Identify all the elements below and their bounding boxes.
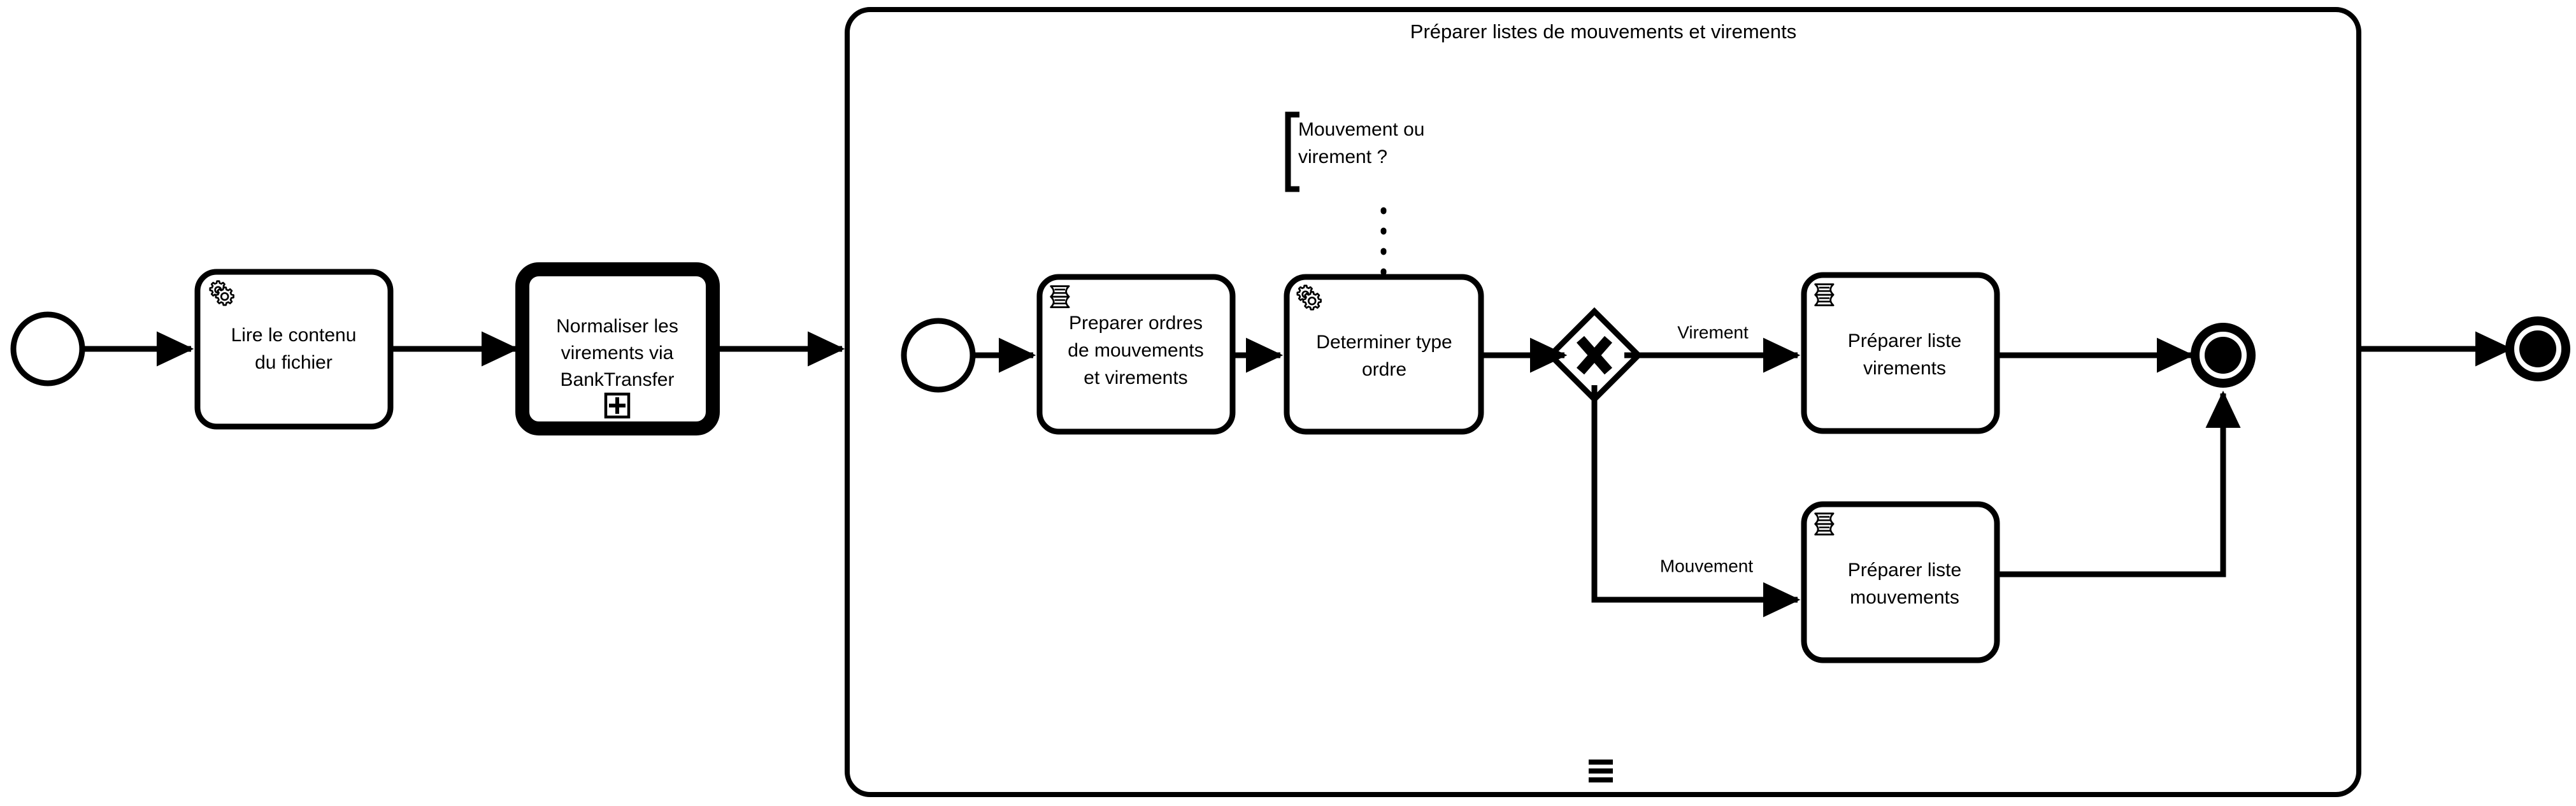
- inner-end-event[interactable]: [2191, 323, 2256, 388]
- script-icon: [1814, 513, 1835, 535]
- task-label-line2: de mouvements: [1068, 340, 1203, 361]
- task-label-line2: ordre: [1362, 359, 1406, 380]
- task-lire-le-contenu-du-fichier[interactable]: Lire le contenu du fichier: [194, 269, 394, 430]
- subprocess-title: Préparer listes de mouvements et viremen…: [1410, 20, 1796, 43]
- task-label-line2: du fichier: [255, 352, 333, 373]
- sequence-flow-layer: [83, 207, 2513, 618]
- script-icon: [1814, 283, 1835, 306]
- task-label-line1: Determiner type: [1316, 332, 1452, 353]
- task-label-line2: virements: [1863, 358, 1946, 379]
- task-label-line1: Préparer liste: [1848, 330, 1961, 351]
- annotation-line2: virement ?: [1298, 146, 1387, 167]
- task-preparer-liste-mouvements[interactable]: Préparer liste mouvements: [1801, 501, 2000, 663]
- task-preparer-ordres[interactable]: Preparer ordres de mouvements et viremen…: [1036, 274, 1236, 435]
- task-label-line1: Preparer ordres: [1069, 313, 1203, 334]
- script-icon: [1050, 285, 1070, 308]
- plus-icon: [604, 392, 631, 419]
- gateway-x-icon: [1576, 336, 1613, 375]
- text-annotation[interactable]: Mouvement ou virement ?: [1285, 111, 1424, 192]
- subprocess-normaliser-les-virements-via-banktransfer[interactable]: Normaliser les virements via BankTransfe…: [515, 262, 720, 435]
- task-label-line1: Préparer liste: [1848, 560, 1961, 581]
- annotation-bracket: [1285, 111, 1299, 192]
- task-label-line1: Lire le contenu: [231, 325, 357, 346]
- task-preparer-liste-virements[interactable]: Préparer liste virements: [1801, 272, 2000, 434]
- task-label-line2: mouvements: [1850, 587, 1959, 608]
- subprocess-boundary[interactable]: [845, 7, 2361, 797]
- task-label-line3: et virements: [1084, 367, 1187, 388]
- start-event[interactable]: [10, 311, 85, 386]
- subprocess-container[interactable]: Préparer listes de mouvements et viremen…: [845, 7, 2361, 797]
- flow-mouvements-to-innerend: [1997, 390, 2241, 577]
- task-determiner-type-ordre[interactable]: Determiner type ordre: [1284, 274, 1484, 435]
- task-label-line3: BankTransfer: [561, 369, 675, 390]
- task-label-line2: virements via: [561, 343, 674, 364]
- gear-icon: [1296, 285, 1322, 311]
- inner-start-event[interactable]: [901, 318, 976, 393]
- end-event[interactable]: [2505, 316, 2570, 381]
- exclusive-gateway[interactable]: [1546, 307, 1643, 404]
- flow-gateway-to-mouvements: [1591, 385, 1801, 618]
- flow-label-virement: Virement: [1677, 322, 1749, 342]
- annotation-line1: Mouvement ou: [1298, 119, 1424, 140]
- gear-icon: [209, 280, 234, 306]
- adhoc-marker-icon: [1589, 760, 1613, 782]
- flow-label-mouvement: Mouvement: [1660, 556, 1754, 576]
- task-label-line1: Normaliser les: [556, 316, 678, 337]
